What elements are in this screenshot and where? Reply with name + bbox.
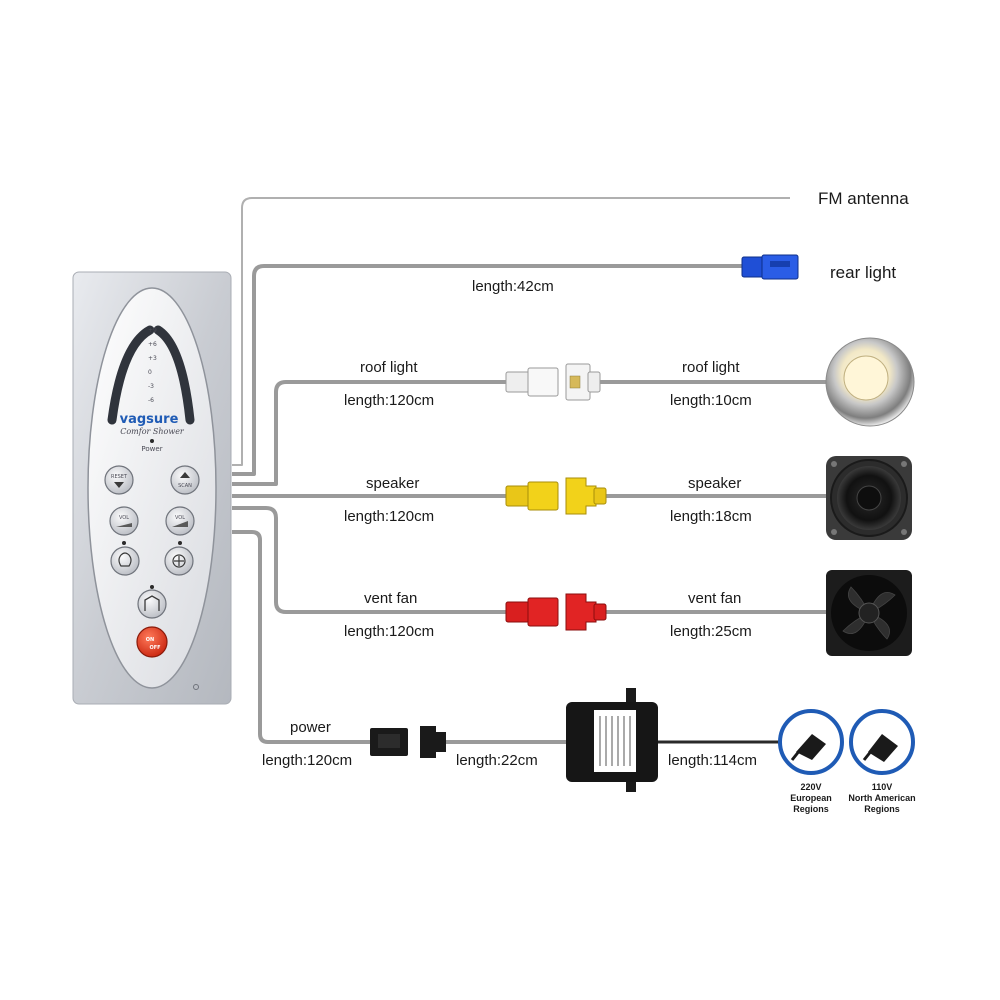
na-plug [849, 709, 915, 775]
power-connector-female [370, 728, 408, 756]
power-adapter [566, 688, 658, 792]
vent-fan-label-left: vent fan [364, 590, 417, 607]
power-length-left: length:120cm [262, 752, 352, 769]
level-marks: +9 +6 +3 0 -3 -6 [148, 327, 157, 404]
volume-up-button[interactable]: VOL [165, 506, 195, 536]
volume-down-label: VOL [119, 515, 129, 521]
roof-light-length-left: length:120cm [344, 392, 434, 409]
speaker-connector-female [505, 481, 559, 511]
level-mark: -3 [148, 383, 154, 390]
na-plug-voltage: 110V [872, 782, 893, 792]
speaker-label-left: speaker [366, 475, 419, 492]
level-mark: -6 [148, 397, 154, 404]
fm-antenna-wire [232, 197, 790, 466]
reset-button-label: RESET [111, 474, 128, 480]
eu-plug [778, 709, 844, 775]
eu-plug-icon [796, 734, 826, 760]
power-indicator-label: Power [141, 445, 162, 453]
level-mark: 0 [148, 369, 152, 376]
brand-logo: vagsure [120, 412, 179, 427]
vent-fan-connector-male [565, 593, 607, 631]
power-length-mid: length:22cm [456, 752, 538, 769]
power-label: power [290, 719, 331, 736]
roof-light-length-right: length:10cm [670, 392, 752, 409]
roof-light-connector-male [565, 363, 601, 401]
rear-light-connector [741, 254, 799, 280]
volume-up-label: VOL [175, 515, 185, 521]
speaker-label-right: speaker [688, 475, 741, 492]
vent-fan-device [826, 570, 912, 656]
light-button[interactable] [110, 546, 140, 576]
fm-antenna-label: FM antenna [818, 189, 909, 208]
power-length-right: length:114cm [668, 752, 757, 769]
speaker-length-right: length:18cm [670, 508, 752, 525]
rear-light-label: rear light [830, 263, 896, 282]
na-plug-region-line2: Regions [864, 804, 900, 814]
level-mark: +3 [148, 355, 157, 362]
shower-mode-button[interactable] [137, 589, 167, 619]
roof-light-fixture [825, 337, 915, 427]
wires [232, 197, 830, 744]
power-button-label-off: OFF [149, 645, 160, 651]
eu-plug-voltage: 220V [800, 782, 821, 792]
eu-plug-region-line1: European [790, 793, 832, 803]
roof-light-label-right: roof light [682, 359, 740, 376]
up-arrow-icon [180, 472, 190, 478]
microphone-hole-icon [193, 684, 199, 690]
speaker-connector-male [565, 477, 607, 515]
vent-fan-length-left: length:120cm [344, 623, 434, 640]
vent-fan-label-right: vent fan [688, 590, 741, 607]
level-indicator [107, 325, 155, 425]
level-mark: +9 [148, 327, 157, 334]
vent-fan-connector-female [505, 597, 559, 627]
power-wire-left [232, 530, 372, 744]
shower-icon [144, 595, 160, 611]
down-arrow-icon [114, 482, 124, 488]
panel-subtitle: Comfor Shower [120, 427, 185, 436]
na-plug-icon [868, 734, 898, 762]
power-connector-male [420, 726, 446, 758]
fan-icon [172, 554, 186, 568]
vent-fan-length-right: length:25cm [670, 623, 752, 640]
scan-button[interactable]: SCAN [170, 465, 200, 495]
volume-down-button[interactable]: VOL [109, 506, 139, 536]
na-plug-region-line1: North American [848, 793, 915, 803]
rear-light-wire [232, 264, 744, 476]
power-button-label-on: ON [146, 637, 154, 643]
eu-plug-region-line2: Regions [793, 804, 829, 814]
speaker-length-left: length:120cm [344, 508, 434, 525]
vent-fan-wire-left [232, 506, 508, 614]
speaker-device [826, 456, 912, 540]
volume-up-icon [172, 521, 188, 527]
volume-down-icon [116, 523, 132, 527]
level-mark: +6 [148, 341, 157, 348]
scan-button-label: SCAN [178, 483, 192, 489]
rear-light-length: length:42cm [472, 278, 554, 295]
bulb-icon [118, 552, 132, 567]
roof-light-wire-left [232, 380, 508, 486]
roof-light-label-left: roof light [360, 359, 418, 376]
power-on-off-button[interactable]: ON OFF [136, 626, 168, 658]
control-panel: +9 +6 +3 0 -3 -6 vagsure Comfor Shower P… [72, 271, 232, 705]
fan-button[interactable] [164, 546, 194, 576]
reset-button[interactable]: RESET [104, 465, 134, 495]
roof-light-connector-female [505, 367, 559, 397]
